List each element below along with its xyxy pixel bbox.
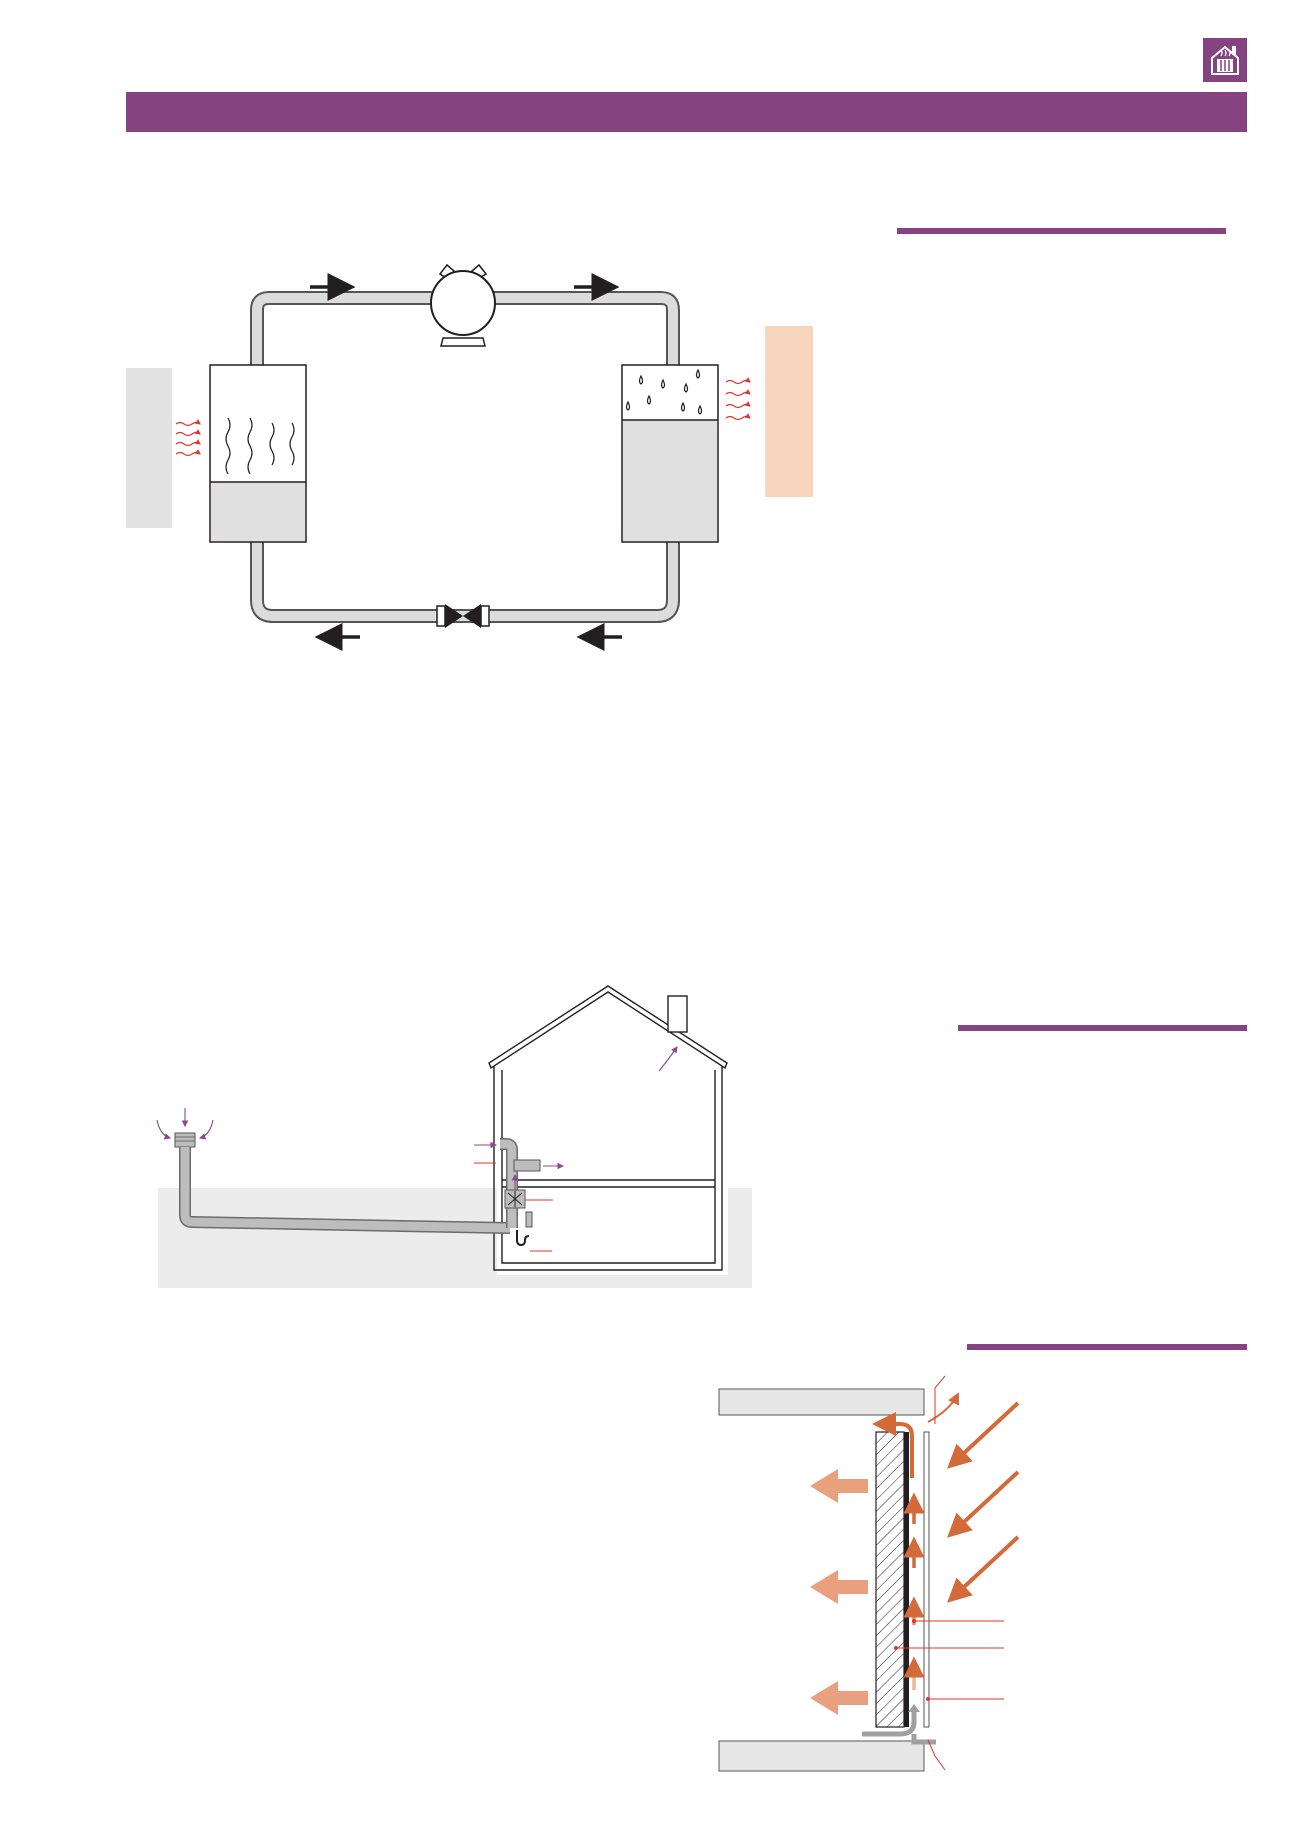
header-bar xyxy=(126,92,1247,132)
leader-line xyxy=(896,1375,1004,1771)
ground xyxy=(158,1188,752,1288)
air-flow-arrow-icon xyxy=(474,1141,565,1190)
heat-pump-cycle-diagram xyxy=(126,263,813,651)
buried-duct xyxy=(179,1138,518,1234)
cold-source-panel xyxy=(126,368,172,528)
evaporator-vessel xyxy=(209,364,307,543)
leader-line xyxy=(474,1162,553,1252)
chimney xyxy=(667,995,688,1033)
flow-arrow-icon xyxy=(310,273,622,651)
section-rule xyxy=(958,1025,1247,1031)
air-intake-icon xyxy=(156,1108,214,1148)
lower-floor-slab xyxy=(718,1740,925,1772)
condenser-vessel xyxy=(621,364,719,543)
house-with-radiator-icon xyxy=(1203,38,1247,82)
heat-transfer-arrow-icon xyxy=(810,1469,868,1715)
fan-icon xyxy=(504,1189,526,1209)
heat-wave-icon xyxy=(175,377,751,457)
insulation-hatch xyxy=(875,1431,905,1728)
condensate-trap-icon xyxy=(516,1230,530,1247)
upper-floor-slab xyxy=(718,1388,925,1416)
house-outline xyxy=(488,985,728,1271)
expansion-valve-icon xyxy=(436,604,490,628)
air-inlet xyxy=(862,1712,917,1737)
valve-handle xyxy=(525,1211,533,1228)
supply-branch xyxy=(513,1159,541,1172)
section-rule xyxy=(897,228,1226,234)
compressor-icon xyxy=(430,263,496,347)
logo-glyph xyxy=(1211,45,1239,75)
solar-radiation-arrow-icon xyxy=(947,1401,1020,1603)
glazing xyxy=(923,1431,930,1728)
absorber-layer xyxy=(904,1432,909,1727)
exhaust-air-arrow xyxy=(658,1046,678,1072)
section-rule xyxy=(967,1344,1247,1350)
warm-sink-panel xyxy=(765,326,813,497)
